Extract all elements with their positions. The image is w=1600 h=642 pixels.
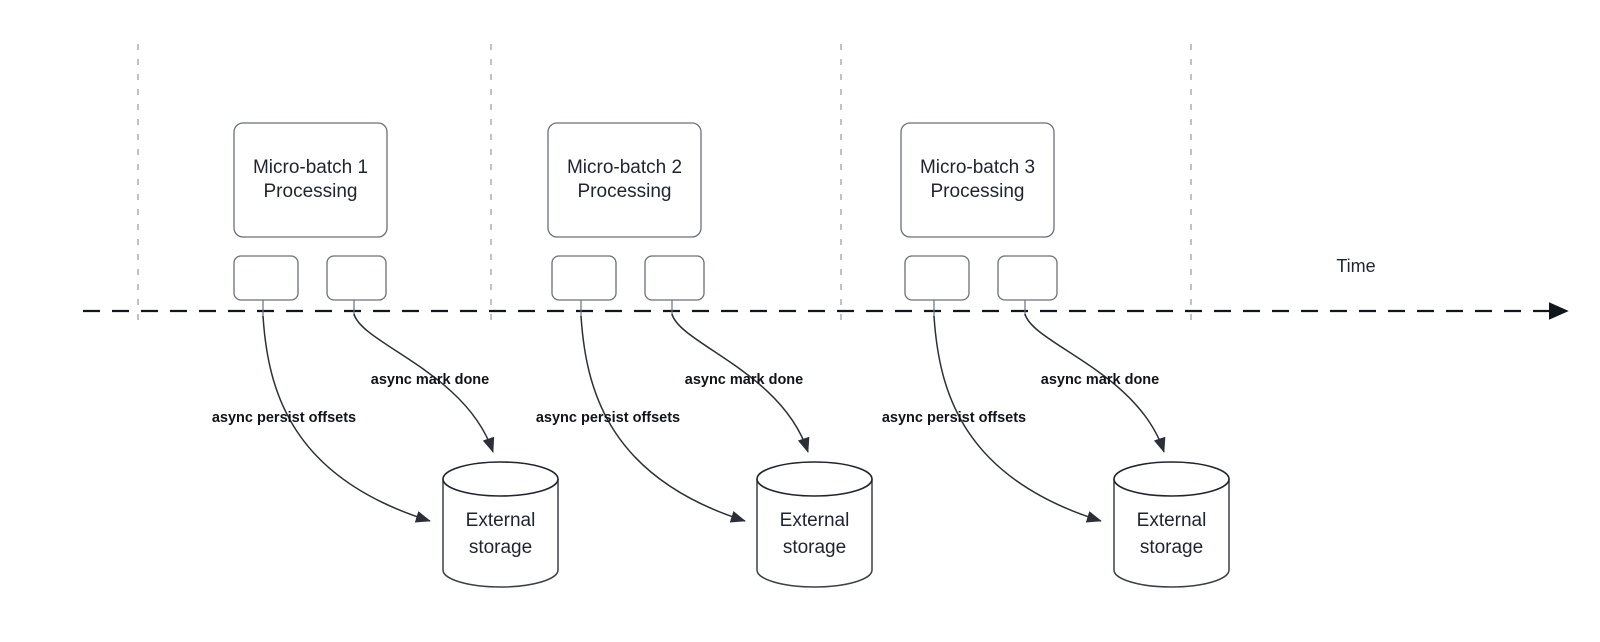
async-persist-offsets-1-label: async persist offsets	[212, 410, 356, 426]
external-storage-1-label-line1: External	[466, 510, 536, 531]
task-slot-3a[interactable]	[904, 255, 970, 301]
external-storage-2-label-line1: External	[780, 510, 850, 531]
async-mark-done-1-label: async mark done	[371, 372, 489, 388]
task-slot-1b[interactable]	[326, 255, 387, 301]
micro-batch-1-box[interactable]	[233, 122, 388, 238]
micro-batch-2-label-line2: Processing	[578, 181, 672, 202]
micro-batch-3-label-line2: Processing	[931, 181, 1025, 202]
async-persist-offsets-2-edge	[580, 315, 746, 523]
task-slot-2a[interactable]	[551, 255, 617, 301]
external-storage-3-label-line1: External	[1137, 510, 1207, 531]
batch-group-3: Micro-batch 3 Processing async persist o…	[882, 122, 1230, 588]
async-persist-offsets-3-edge	[933, 315, 1102, 523]
task-slot-1a[interactable]	[233, 255, 299, 301]
micro-batch-1-label-line1: Micro-batch 1	[253, 157, 368, 178]
micro-batch-2-box[interactable]	[547, 122, 702, 238]
external-storage-2[interactable]: External storage	[756, 461, 873, 588]
time-axis-label: Time	[1336, 256, 1375, 276]
micro-batch-2-label-line1: Micro-batch 2	[567, 157, 682, 178]
async-persist-offsets-2-label: async persist offsets	[536, 410, 680, 426]
async-mark-done-2-edge	[671, 313, 810, 453]
external-storage-1[interactable]: External storage	[442, 461, 559, 588]
async-persist-offsets-1-edge	[262, 315, 431, 523]
async-mark-done-1-edge	[353, 313, 495, 453]
batch-group-1: Micro-batch 1 Processing async persist o…	[212, 122, 559, 588]
time-axis: Time	[83, 256, 1569, 320]
batch-group-2: Micro-batch 2 Processing async persist o…	[536, 122, 873, 588]
external-storage-3-label-line2: storage	[1140, 537, 1203, 558]
batch-boundary-dividers	[137, 44, 1192, 322]
micro-batch-3-box[interactable]	[900, 122, 1055, 238]
external-storage-2-label-line2: storage	[783, 537, 846, 558]
async-persist-offsets-3-label: async persist offsets	[882, 410, 1026, 426]
async-mark-done-3-edge	[1024, 313, 1166, 453]
micro-batch-3-label-line1: Micro-batch 3	[920, 157, 1035, 178]
task-slot-2b[interactable]	[644, 255, 705, 301]
external-storage-1-label-line2: storage	[469, 537, 532, 558]
task-slot-3b[interactable]	[997, 255, 1058, 301]
async-mark-done-2-label: async mark done	[685, 372, 803, 388]
async-mark-done-3-label: async mark done	[1041, 372, 1159, 388]
micro-batch-1-label-line2: Processing	[264, 181, 358, 202]
external-storage-3[interactable]: External storage	[1113, 461, 1230, 588]
